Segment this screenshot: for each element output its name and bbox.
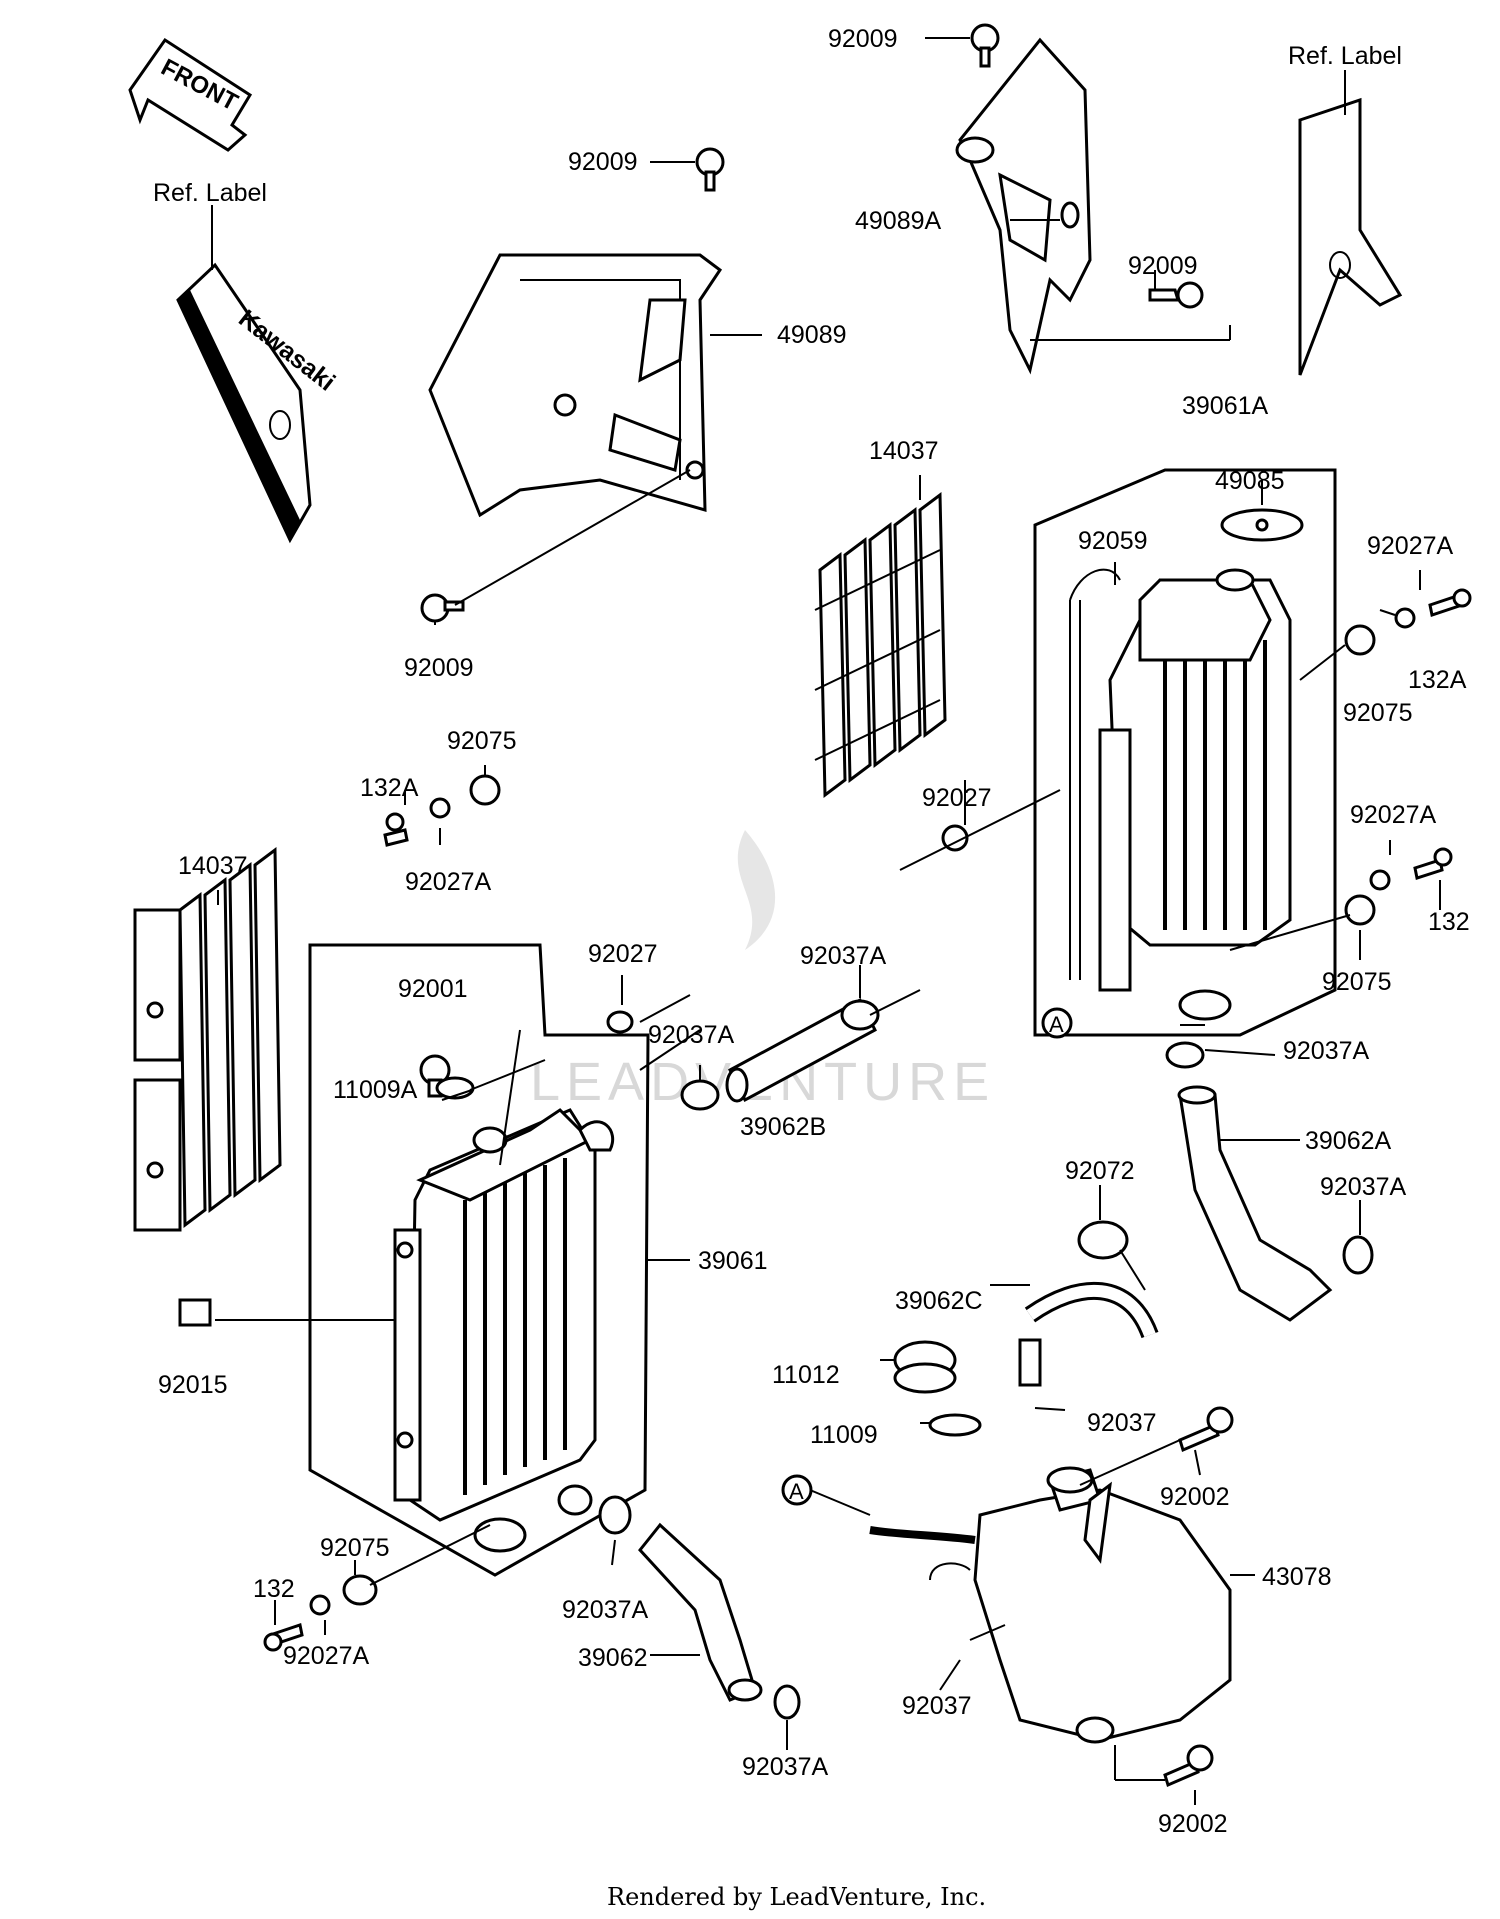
callout-132a: 132A [360,774,419,802]
callout-92002: 92002 [1158,1810,1228,1838]
callout-92037a: 92037A [1283,1037,1370,1065]
radiator-right-39061a [1033,468,1337,1037]
callout-92009: 92009 [404,654,474,682]
radiator-shroud-49089 [428,253,723,518]
callout-14037: 14037 [178,852,248,880]
bracket-49089a [955,37,1092,375]
callout-49089a: 49089A [855,207,942,235]
callout-92027a: 92027A [405,868,492,896]
callout-39061: 39061 [698,1247,768,1275]
callout-49085: 49085 [1215,467,1285,495]
callout-92009: 92009 [1128,252,1198,280]
radiator-guard-upper-14037 [814,492,947,798]
callout-43078: 43078 [1262,1563,1332,1591]
callout-92075: 92075 [1343,699,1413,727]
callout-92037a: 92037A [562,1596,649,1624]
callout-92075: 92075 [447,727,517,755]
callout-11009a: 11009A [333,1076,418,1104]
callout-92037a: 92037A [800,942,887,970]
callout-39062: 39062 [578,1644,648,1672]
callout-92059: 92059 [1078,527,1148,555]
seal-11009 [928,1413,982,1437]
filler-cap-11012 [893,1340,957,1394]
circle-a-marker-2: A [781,1474,813,1506]
callout-92075: 92075 [320,1534,390,1562]
callout-11009: 11009 [810,1421,878,1449]
circle-a-label-1: A [1049,1012,1064,1037]
callout-92027a: 92027A [1367,532,1454,560]
callout-11012: 11012 [772,1361,840,1389]
callout-92072: 92072 [1065,1157,1135,1185]
front-arrow-icon: FRONT [128,37,253,152]
callout-132: 132 [253,1575,295,1603]
callout-92037a: 92037A [648,1021,735,1049]
circle-a-marker-1: A [1041,1007,1073,1039]
radiator-guard-left-14037 [133,847,282,1232]
callout-92002: 92002 [1160,1483,1230,1511]
hose-39062 [638,1522,763,1702]
hose-39062a [1177,1085,1333,1322]
callout-14037: 14037 [869,437,939,465]
leader-lines [211,37,1441,1805]
callout-92009: 92009 [828,25,898,53]
callout-92027a: 92027A [283,1642,370,1670]
callout-49089: 49089 [777,321,847,349]
callout-92027: 92027 [588,940,658,968]
kawasaki-decal: Kawasaki [176,262,340,544]
callout-92027a: 92027A [1350,801,1437,829]
radiator-cap-49085 [1220,508,1304,542]
callout-ref-label: Ref. Label [153,179,267,207]
callout-92009: 92009 [568,148,638,176]
radiator-left-39061 [308,943,650,1577]
callout-92027: 92027 [922,784,992,812]
callout-39062c: 39062C [895,1287,983,1315]
callout-labels: 92009 Ref. Label Ref. Label 92009 49089A… [153,25,1470,1838]
callout-92037a: 92037A [742,1753,829,1781]
callout-92037a: 92037A [1320,1173,1407,1201]
callout-ref-label: Ref. Label [1288,42,1402,70]
hose-39062b [725,997,877,1103]
callout-132a: 132A [1408,666,1467,694]
callout-39062a: 39062A [1305,1127,1392,1155]
callout-132: 132 [1428,908,1470,936]
callout-92037: 92037 [902,1692,972,1720]
right-decal-panel [1298,97,1403,376]
callout-39062b: 39062B [740,1113,826,1141]
callout-92037: 92037 [1087,1409,1157,1437]
callout-92001: 92001 [398,975,468,1003]
callout-39061a: 39061A [1182,392,1269,420]
reservoir-tank-43078 [869,1466,1232,1744]
bolts-and-clamps [178,23,1472,1788]
callout-92075: 92075 [1322,968,1392,996]
hose-39062c [1018,1281,1159,1387]
circle-a-label-2: A [789,1479,804,1504]
callout-92015: 92015 [158,1371,228,1399]
footer-credit: Rendered by LeadVenture, Inc. [607,1883,986,1911]
